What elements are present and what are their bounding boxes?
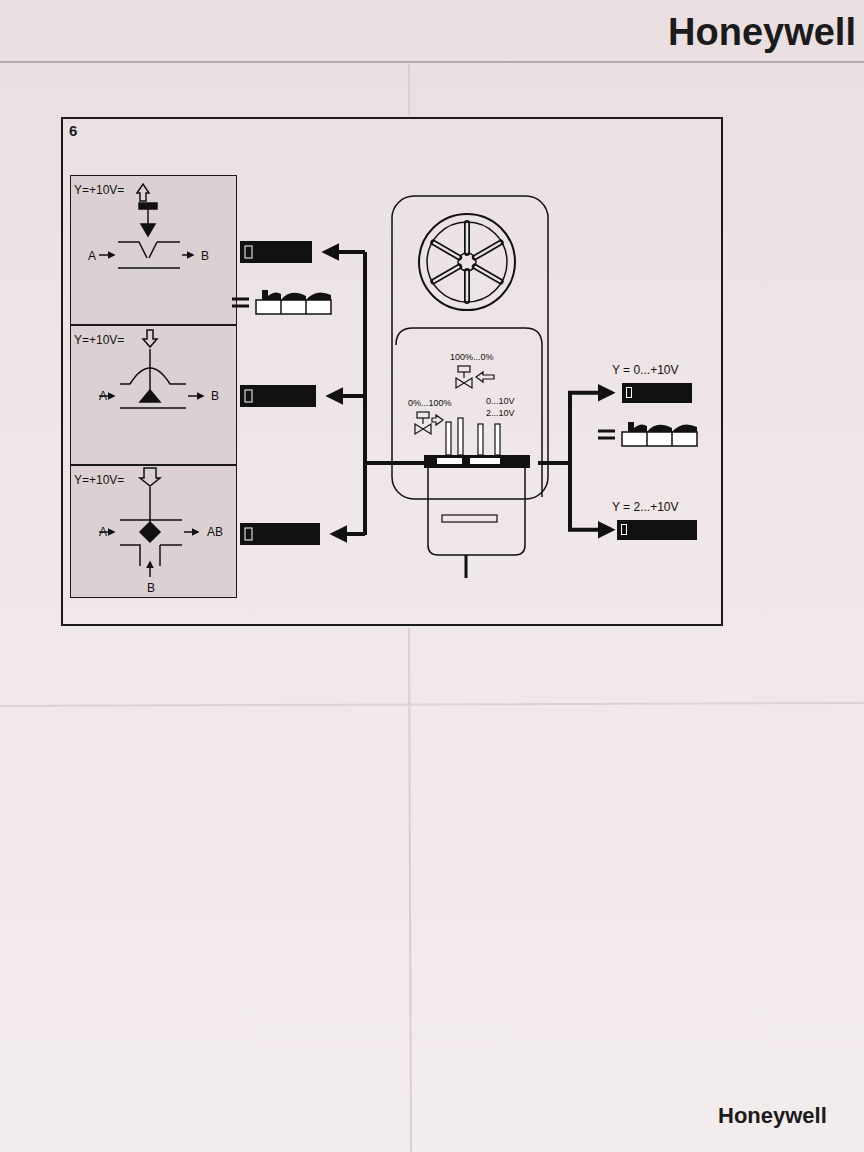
signal-label: Y = 0...+10V (612, 364, 692, 378)
signal-bar (240, 241, 320, 545)
bar-slot (621, 524, 627, 535)
valve-label: A (99, 526, 107, 540)
brand-logo: Honeywell (668, 12, 856, 54)
panel-fill (70, 175, 237, 598)
valve-label: AB (207, 526, 223, 540)
equals-symbol (598, 422, 697, 446)
actuator-housing: 100%...0% 0%...100% 0...10V 2...10V (398, 330, 538, 490)
valve-label: Y=+10V= (74, 184, 124, 198)
signal-label: Y = 2...+10V (612, 501, 697, 515)
signal-bar (617, 520, 697, 540)
valve-panel: Y=+10V= A B (70, 175, 237, 325)
signal-wire (325, 252, 424, 535)
equals-symbol (232, 290, 331, 314)
signal-arrow (538, 393, 612, 463)
brand-logo: Honeywell (718, 1104, 827, 1128)
figure-number: 6 (69, 123, 77, 140)
signal-option: Y = 0...+10V (612, 364, 692, 403)
valve-label: A (99, 390, 107, 404)
figure-frame (62, 118, 722, 625)
paper-fold (408, 64, 410, 115)
signal-bar (622, 383, 692, 403)
valve-label: Y=+10V= (74, 474, 124, 488)
valve-label: B (201, 250, 209, 264)
setting-label: 0...10V (486, 396, 515, 406)
signal-arrow (538, 463, 612, 530)
valve-label: B (147, 582, 155, 596)
paper-fold (409, 628, 411, 1152)
setting-label: 100%...0% (450, 352, 494, 362)
paper-fold (0, 703, 864, 706)
setting-label: 0%...100% (408, 398, 452, 408)
valve-label: B (211, 390, 219, 404)
valve-panel: Y=+10V= A AB B (70, 465, 237, 598)
valve-label: A (88, 250, 96, 264)
actuator-drawing (392, 196, 548, 578)
valve-label: Y=+10V= (74, 334, 124, 348)
header-rule (0, 62, 864, 63)
setting-label: 2...10V (486, 408, 515, 418)
signal-option: Y = 2...+10V (612, 501, 697, 540)
bar-slot (626, 387, 632, 398)
valve-panel: Y=+10V= A B (70, 325, 237, 465)
